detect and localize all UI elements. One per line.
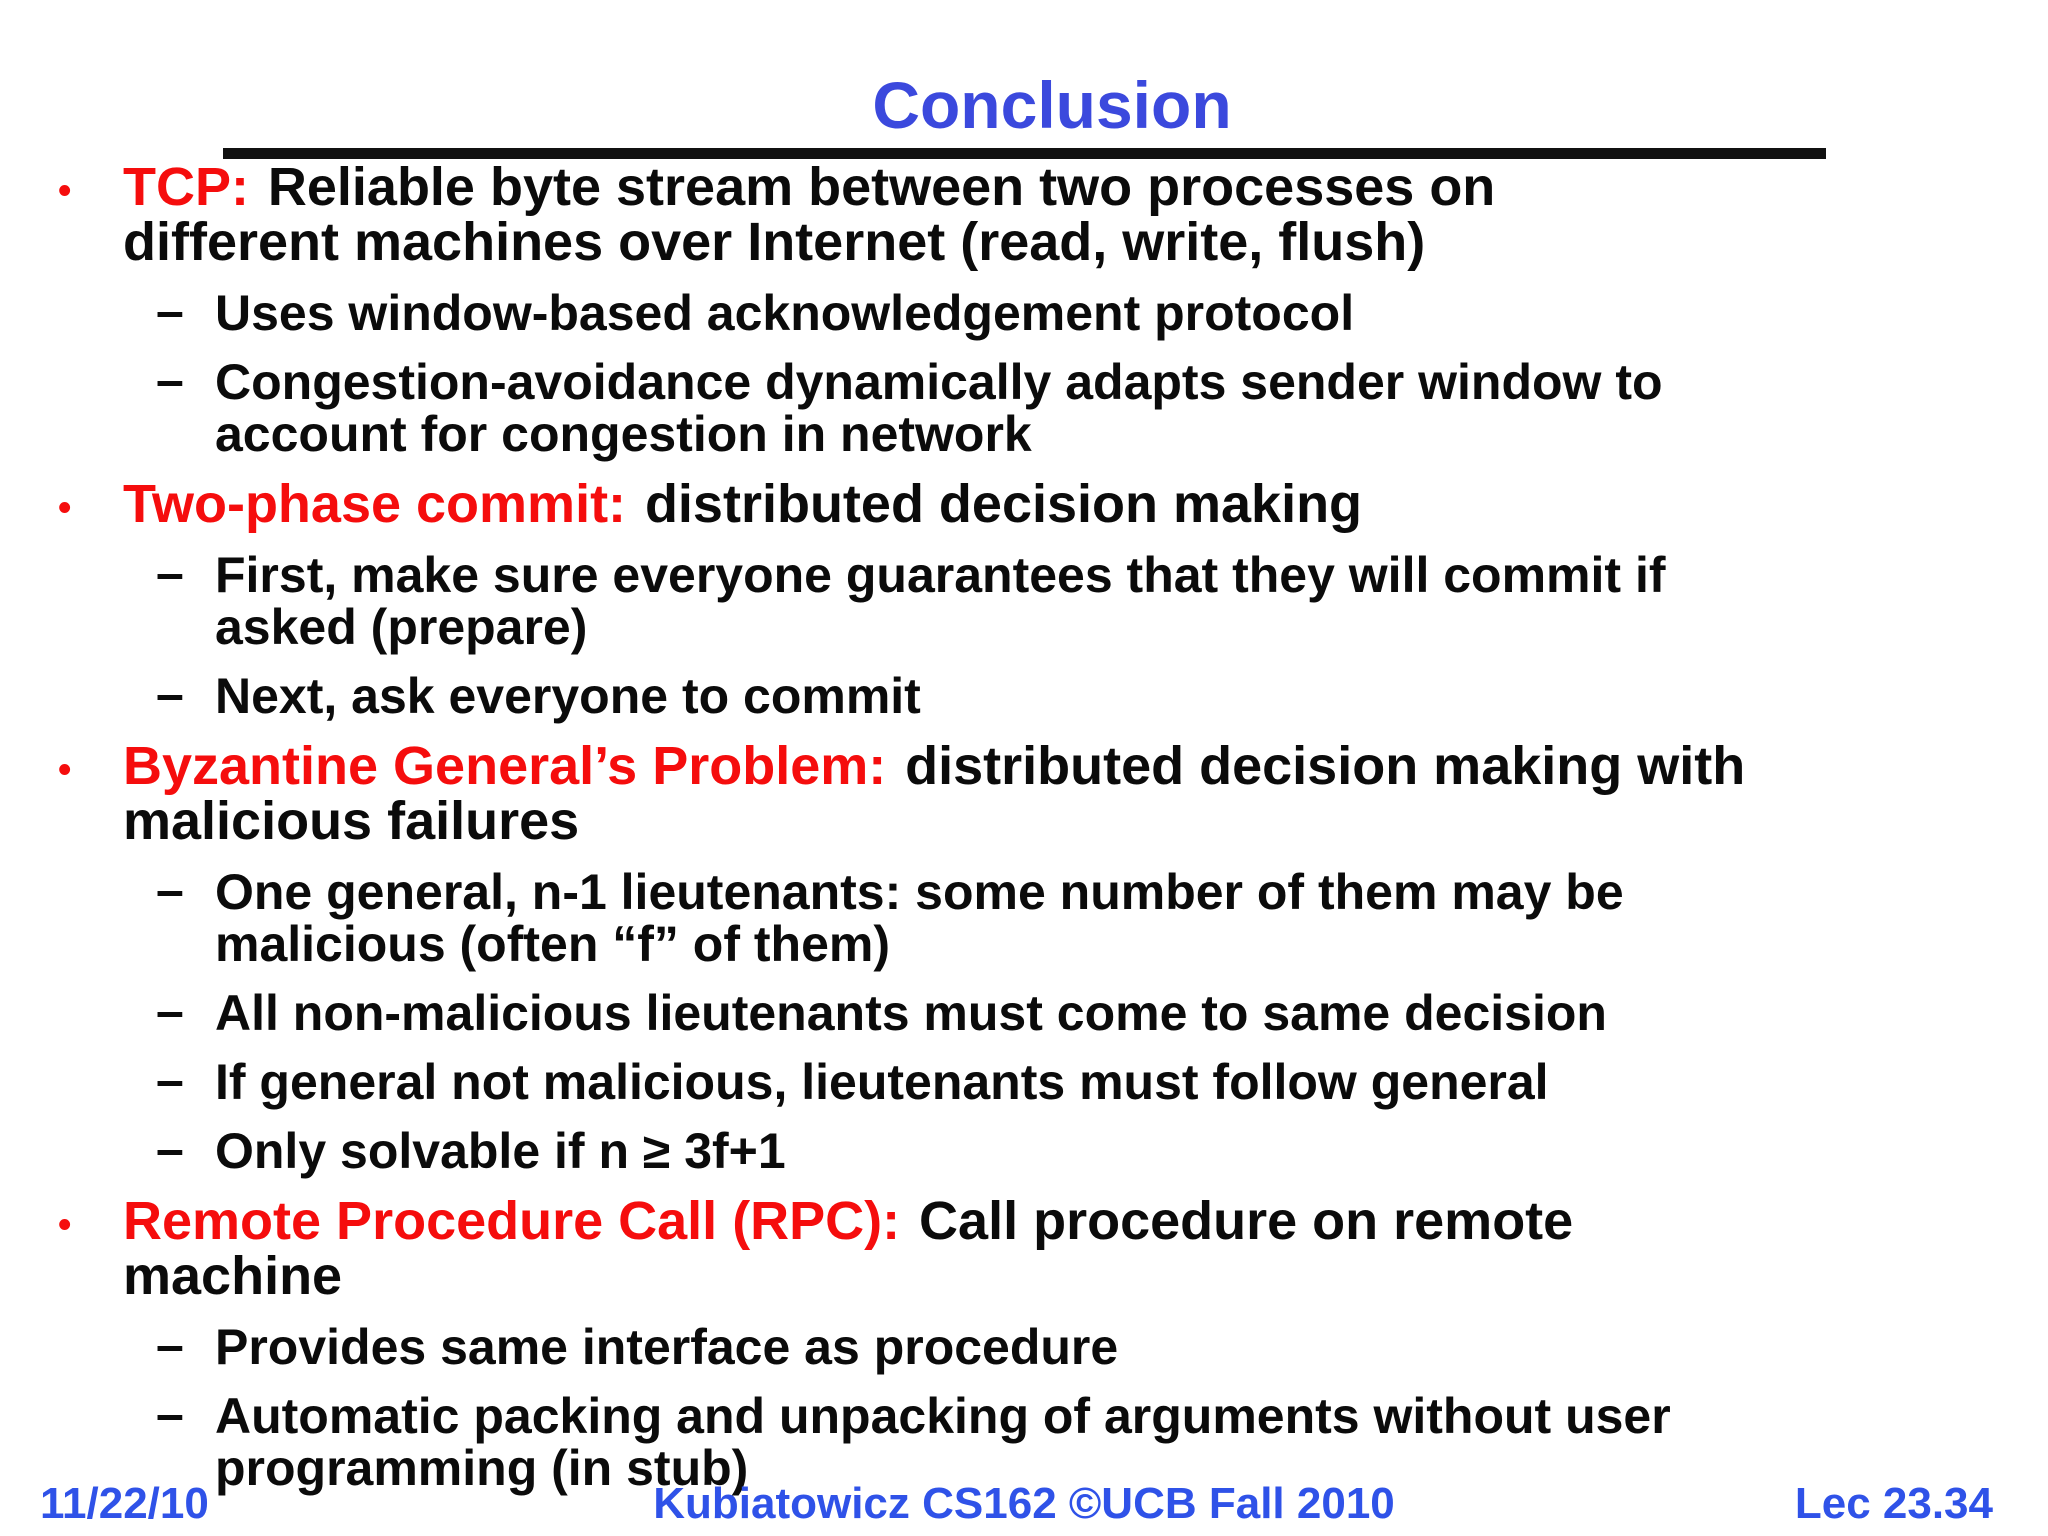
sub-bullet: – Only solvable if n ≥ 3f+1 <box>0 1121 2048 1179</box>
dash-icon: – <box>156 545 184 601</box>
bullet-dot-icon: • <box>58 487 72 529</box>
sub-bullet: – If general not malicious, lieutenants … <box>0 1052 2048 1110</box>
slide-body: • TCP: Reliable byte stream between two p… <box>0 160 2048 1496</box>
sub-line: If general not malicious, lieutenants mu… <box>215 1054 1549 1110</box>
sub-bullet: – Congestion-avoidance dynamically adapt… <box>0 352 2048 462</box>
dash-icon: – <box>156 1052 184 1108</box>
bullet-line: malicious failures <box>123 791 580 851</box>
dash-icon: – <box>156 1121 184 1177</box>
bullet-dot-icon: • <box>58 749 72 791</box>
title-underline <box>223 148 1826 159</box>
sub-bullet: – Automatic packing and unpacking of arg… <box>0 1386 2048 1496</box>
bullet-byzantine: • Byzantine General’s Problem: distribute… <box>0 739 2048 849</box>
bullet-keyword: Byzantine General’s Problem: <box>123 736 887 796</box>
bullet-keyword: TCP: <box>123 157 249 217</box>
bullet-two-phase-commit: • Two-phase commit: distributed decision … <box>0 477 2048 532</box>
sub-bullet: – First, make sure everyone guarantees t… <box>0 545 2048 655</box>
sub-bullet: – Provides same interface as procedure <box>0 1317 2048 1375</box>
bullet-dot-icon: • <box>58 1204 72 1246</box>
bullet-keyword: Remote Procedure Call (RPC): <box>123 1191 901 1251</box>
bullet-text: Call procedure on remote <box>919 1191 1574 1251</box>
sub-line: Only solvable if n ≥ 3f+1 <box>215 1123 786 1179</box>
sub-line: Next, ask everyone to commit <box>215 668 921 724</box>
sub-bullet: – One general, n-1 lieutenants: some num… <box>0 862 2048 972</box>
bullet-line: Remote Procedure Call (RPC): Call procedu… <box>123 1194 2018 1249</box>
footer-lecture-number: Lec 23.34 <box>1794 1479 1993 1528</box>
bullet-tcp: • TCP: Reliable byte stream between two p… <box>0 160 2048 270</box>
bullet-dot-icon: • <box>58 170 72 212</box>
sub-line: Automatic packing and unpacking of argum… <box>215 1388 1671 1444</box>
bullet-text: Reliable byte stream between two process… <box>267 157 1496 217</box>
dash-icon: – <box>156 1317 184 1373</box>
dash-icon: – <box>156 283 184 339</box>
sub-line: asked (prepare) <box>215 599 588 655</box>
sub-line: Provides same interface as procedure <box>215 1319 1119 1375</box>
sub-line: One general, n-1 lieutenants: some numbe… <box>215 864 1624 920</box>
footer-credit: Kubiatowicz CS162 ©UCB Fall 2010 <box>653 1479 1395 1528</box>
sub-line: programming (in stub) <box>215 1440 749 1496</box>
bullet-line: different machines over Internet (read, … <box>123 212 1426 272</box>
sub-line: All non-malicious lieutenants must come … <box>215 985 1607 1041</box>
bullet-keyword: Two-phase commit: <box>123 474 627 534</box>
bullet-rpc: • Remote Procedure Call (RPC): Call proce… <box>0 1194 2048 1304</box>
footer-date: 11/22/10 <box>40 1479 209 1528</box>
slide-title: Conclusion <box>872 68 1232 142</box>
sub-bullet: – All non-malicious lieutenants must com… <box>0 983 2048 1041</box>
dash-icon: – <box>156 862 184 918</box>
bullet-line: Two-phase commit: distributed decision ma… <box>123 477 2018 532</box>
slide-footer: 11/22/10 Kubiatowicz CS162 ©UCB Fall 201… <box>0 1478 2048 1528</box>
sub-line: account for congestion in network <box>215 406 1032 462</box>
dash-icon: – <box>156 666 184 722</box>
sub-line: Congestion-avoidance dynamically adapts … <box>215 354 1663 410</box>
dash-icon: – <box>156 352 184 408</box>
sub-line: First, make sure everyone guarantees tha… <box>215 547 1666 603</box>
bullet-line: Byzantine General’s Problem: distributed … <box>123 739 2018 794</box>
bullet-text: distributed decision making <box>644 474 1363 534</box>
sub-bullet: – Uses window-based acknowledgement prot… <box>0 283 2048 341</box>
bullet-line: machine <box>123 1246 343 1306</box>
sub-line: malicious (often “f” of them) <box>215 916 890 972</box>
dash-icon: – <box>156 1386 184 1442</box>
bullet-text: distributed decision making with <box>905 736 1746 796</box>
sub-line: Uses window-based acknowledgement protoc… <box>215 285 1355 341</box>
bullet-line: TCP: Reliable byte stream between two pro… <box>123 160 2018 215</box>
sub-bullet: – Next, ask everyone to commit <box>0 666 2048 724</box>
dash-icon: – <box>156 983 184 1039</box>
